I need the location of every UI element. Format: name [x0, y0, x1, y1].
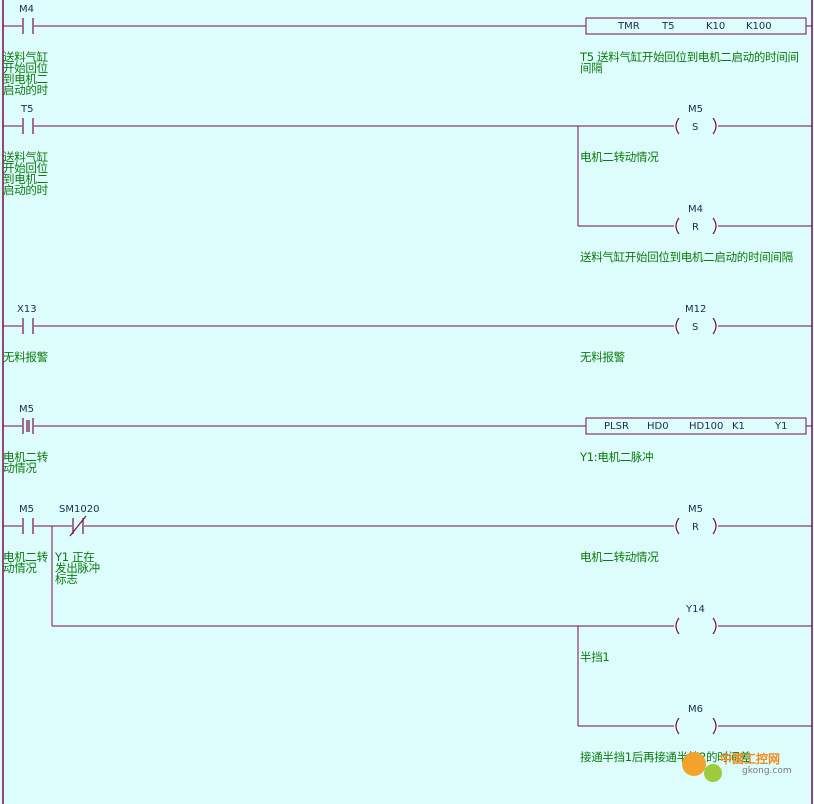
- fb-operand-4: Y1: [774, 421, 787, 432]
- contact-label: M5: [19, 404, 34, 415]
- coil-set-m12[interactable]: M12 S: [675, 304, 717, 335]
- comment-m5-set: 电机二转动情况: [580, 150, 659, 164]
- watermark-brand: 中国工控网: [720, 752, 781, 766]
- coil-y14[interactable]: Y14: [675, 604, 717, 635]
- comment-sm1020: Y1 正在 发出脉冲 标志: [55, 550, 100, 586]
- comment-m5-reset: 电机二转动情况: [580, 550, 659, 564]
- comment-m4-reset: 送料气缸开始回位到电机二启动的时间间隔: [580, 250, 793, 264]
- coil-type: S: [692, 322, 698, 333]
- coil-type: S: [692, 122, 698, 133]
- rung-1[interactable]: M4 TMR T5 K10 K100: [3, 4, 812, 35]
- coil-label: M4: [688, 204, 703, 215]
- fb-instruction: PLSR: [604, 421, 629, 432]
- fb-operand-1: T5: [661, 21, 674, 32]
- fb-operand-2: K10: [706, 21, 725, 32]
- comment-m5-contact: 电机二转 动情况: [3, 550, 48, 575]
- coil-label: M5: [688, 104, 703, 115]
- rung-3[interactable]: X13 M12 S: [3, 304, 812, 335]
- contact-label: SM1020: [59, 504, 99, 515]
- timer-block-tmr[interactable]: TMR T5 K10 K100: [585, 17, 807, 35]
- comment-x13: 无料报警: [3, 350, 48, 364]
- comment-t5: 送料气缸 开始回位 到电机二 启动的时: [3, 150, 48, 197]
- comment-plsr: Y1:电机二脉冲: [580, 450, 654, 464]
- contact-label: T5: [20, 104, 33, 115]
- fb-operand-3: K100: [746, 21, 772, 32]
- coil-set-m5[interactable]: M5 S: [675, 104, 717, 135]
- coil-label: M5: [688, 504, 703, 515]
- rung-4[interactable]: M5 PLSR HD0 HD100 K1 Y1: [3, 404, 812, 435]
- rung-2[interactable]: T5 M5 S M4 R: [3, 104, 812, 235]
- coil-reset-m4[interactable]: M4 R: [675, 204, 717, 235]
- contact-nc-sm1020[interactable]: SM1020: [59, 504, 99, 537]
- comment-m5-rising: 电机二转 动情况: [3, 450, 48, 475]
- contact-t5[interactable]: T5: [20, 104, 34, 134]
- coil-label: Y14: [685, 604, 705, 615]
- contact-label: M4: [19, 4, 34, 15]
- rung-5[interactable]: M5 SM1020 M5 R Y14 M: [3, 504, 812, 735]
- coil-m6[interactable]: M6: [675, 704, 717, 735]
- coil-label: M12: [685, 304, 706, 315]
- fb-operand-1: HD0: [647, 421, 669, 432]
- contact-label: M5: [19, 504, 34, 515]
- comment-m4: 送料气缸 开始回位 到电机二 启动的时: [3, 50, 48, 97]
- coil-type: R: [692, 222, 699, 233]
- fb-operand-2: HD100: [689, 421, 723, 432]
- contact-rising-m5[interactable]: M5: [19, 404, 34, 434]
- gear-icon: [682, 752, 706, 776]
- watermark-logo: 中国工控网 gkong.com: [682, 746, 808, 798]
- comment-m12: 无料报警: [580, 350, 625, 364]
- gear-icon-small: [704, 764, 722, 782]
- comment-m6: 接通半挡1后再接通半挡2的时间差: [580, 750, 751, 764]
- pulse-block-plsr[interactable]: PLSR HD0 HD100 K1 Y1: [585, 417, 807, 435]
- fb-operand-3: K1: [732, 421, 745, 432]
- comment-tmr-t5: T5 送料气缸开始回位到电机二启动的时间间 间隔: [580, 50, 799, 75]
- contact-label: X13: [17, 304, 37, 315]
- contact-x13[interactable]: X13: [17, 304, 37, 334]
- watermark-url: gkong.com: [742, 766, 792, 776]
- coil-label: M6: [688, 704, 703, 715]
- coil-type: R: [692, 522, 699, 533]
- fb-instruction: TMR: [617, 21, 640, 32]
- contact-m5[interactable]: M5: [19, 504, 34, 534]
- comment-y14: 半挡1: [580, 650, 610, 664]
- coil-reset-m5[interactable]: M5 R: [675, 504, 717, 535]
- contact-m4[interactable]: M4: [19, 4, 34, 34]
